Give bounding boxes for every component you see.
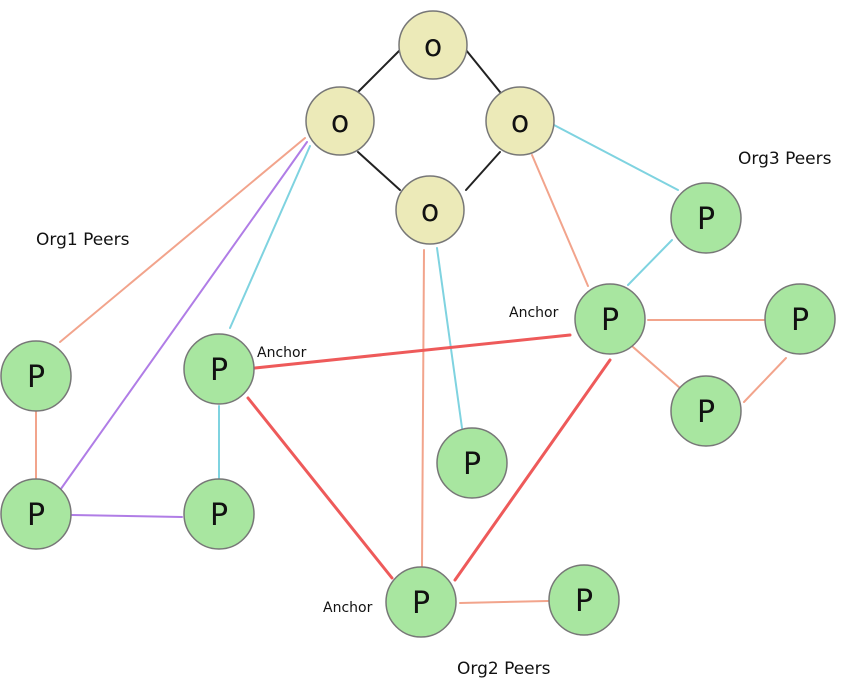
org1-anchor-label: Anchor	[257, 345, 307, 361]
orderer-edge	[357, 49, 401, 93]
org1-edge	[71, 514, 183, 518]
orderer-nodes: o o o o	[305, 10, 555, 245]
edges	[35, 49, 787, 604]
orderer-node-label: o	[421, 194, 439, 229]
orderer-peer-edge	[553, 124, 679, 191]
org2-edge	[459, 600, 549, 604]
org2-label: Org2 Peers	[457, 659, 551, 679]
orderer-node: o	[305, 86, 375, 156]
peer-nodes: P P P P P P P P	[0, 182, 836, 638]
org3-edge	[627, 239, 673, 286]
org2-anchor-label: Anchor	[323, 600, 373, 616]
org3-peer: P	[764, 283, 836, 355]
orderer-node: o	[395, 175, 465, 245]
org3-peer: P	[670, 375, 742, 447]
peer-node-label: P	[791, 303, 809, 338]
org1-peer: P	[183, 478, 255, 550]
labels: Org1 Peers Org2 Peers Org3 Peers Anchor …	[36, 149, 832, 679]
peer-node-label: P	[601, 303, 619, 338]
orderer-node-label: o	[331, 105, 349, 140]
orderer-edge	[465, 49, 501, 93]
orderer-peer-edge	[436, 247, 463, 429]
org3-peer: P	[670, 182, 742, 254]
peer-node-label: P	[27, 360, 45, 395]
org3-anchor-peer: P	[574, 283, 646, 355]
orderer-edge	[465, 151, 501, 191]
peer-node-label: P	[575, 584, 593, 619]
anchor-edge	[253, 333, 572, 370]
org3-label: Org3 Peers	[738, 149, 832, 169]
org1-anchor-peer: P	[183, 333, 255, 405]
orderer-peer-edge	[421, 249, 425, 568]
peer-node-label: P	[697, 395, 715, 430]
orderer-peer-edge	[229, 145, 311, 329]
orderer-node: o	[485, 86, 555, 156]
peer-node-label: P	[27, 498, 45, 533]
peer-node-label: P	[697, 202, 715, 237]
org1-label: Org1 Peers	[36, 230, 130, 250]
orderer-peer-edge	[531, 154, 589, 287]
orderer-node-label: o	[424, 29, 442, 64]
orderer-peer-edge	[59, 137, 306, 343]
anchor-edge	[453, 358, 612, 582]
peer-node-label: P	[210, 498, 228, 533]
org2-peer: P	[548, 564, 620, 636]
peer-node-label: P	[463, 447, 481, 482]
org1-peer: P	[0, 478, 72, 550]
peer-node-label: P	[412, 586, 430, 621]
org1-peer: P	[0, 340, 72, 412]
org2-peer: P	[436, 427, 508, 499]
org3-edge	[743, 357, 787, 403]
org3-edge	[632, 346, 681, 389]
orderer-edge	[357, 151, 401, 191]
anchor-edge	[246, 396, 394, 580]
orderer-peer-edge	[57, 141, 308, 494]
org2-anchor-peer: P	[385, 566, 457, 638]
orderer-node: o	[398, 10, 468, 80]
org3-anchor-label: Anchor	[509, 305, 559, 321]
peer-node-label: P	[210, 353, 228, 388]
orderer-node-label: o	[511, 105, 529, 140]
